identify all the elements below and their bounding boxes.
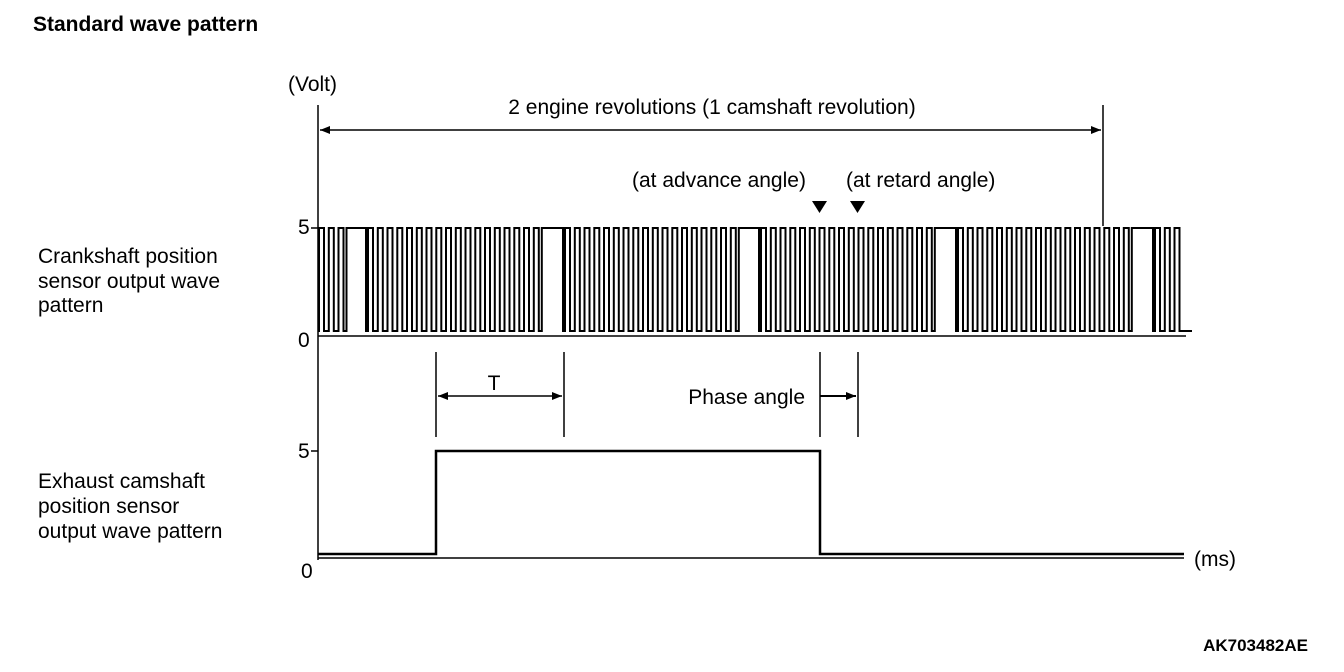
diagram-title: Standard wave pattern [33, 13, 258, 36]
cam-label-line-2: position sensor [38, 495, 179, 518]
x-axis-unit: (ms) [1194, 548, 1236, 571]
phase-angle-label: Phase angle [688, 386, 805, 409]
crank-wave [318, 227, 1192, 332]
cam-label-line-3: output wave pattern [38, 520, 222, 543]
advance-angle-label: (at advance angle) [632, 169, 806, 192]
cam-tick-5: 5 [298, 440, 310, 463]
crank-label-line-2: sensor output wave [38, 270, 220, 293]
crank-tick-5: 5 [298, 216, 310, 239]
cam-label-line-1: Exhaust camshaft [38, 470, 205, 493]
retard-angle-label: (at retard angle) [846, 169, 995, 192]
retard-marker-icon [850, 201, 865, 213]
y-axis-unit: (Volt) [288, 73, 337, 96]
crank-tick-0: 0 [298, 329, 310, 352]
figure-code: AK703482AE [1203, 636, 1308, 655]
cam-wave [318, 449, 1184, 556]
crank-label-line-1: Crankshaft position [38, 245, 218, 268]
period-label: T [488, 372, 501, 395]
cam-tick-0: 0 [301, 560, 313, 583]
span-label: 2 engine revolutions (1 camshaft revolut… [508, 96, 915, 119]
advance-marker-icon [812, 201, 827, 213]
crank-label-line-3: pattern [38, 294, 103, 317]
